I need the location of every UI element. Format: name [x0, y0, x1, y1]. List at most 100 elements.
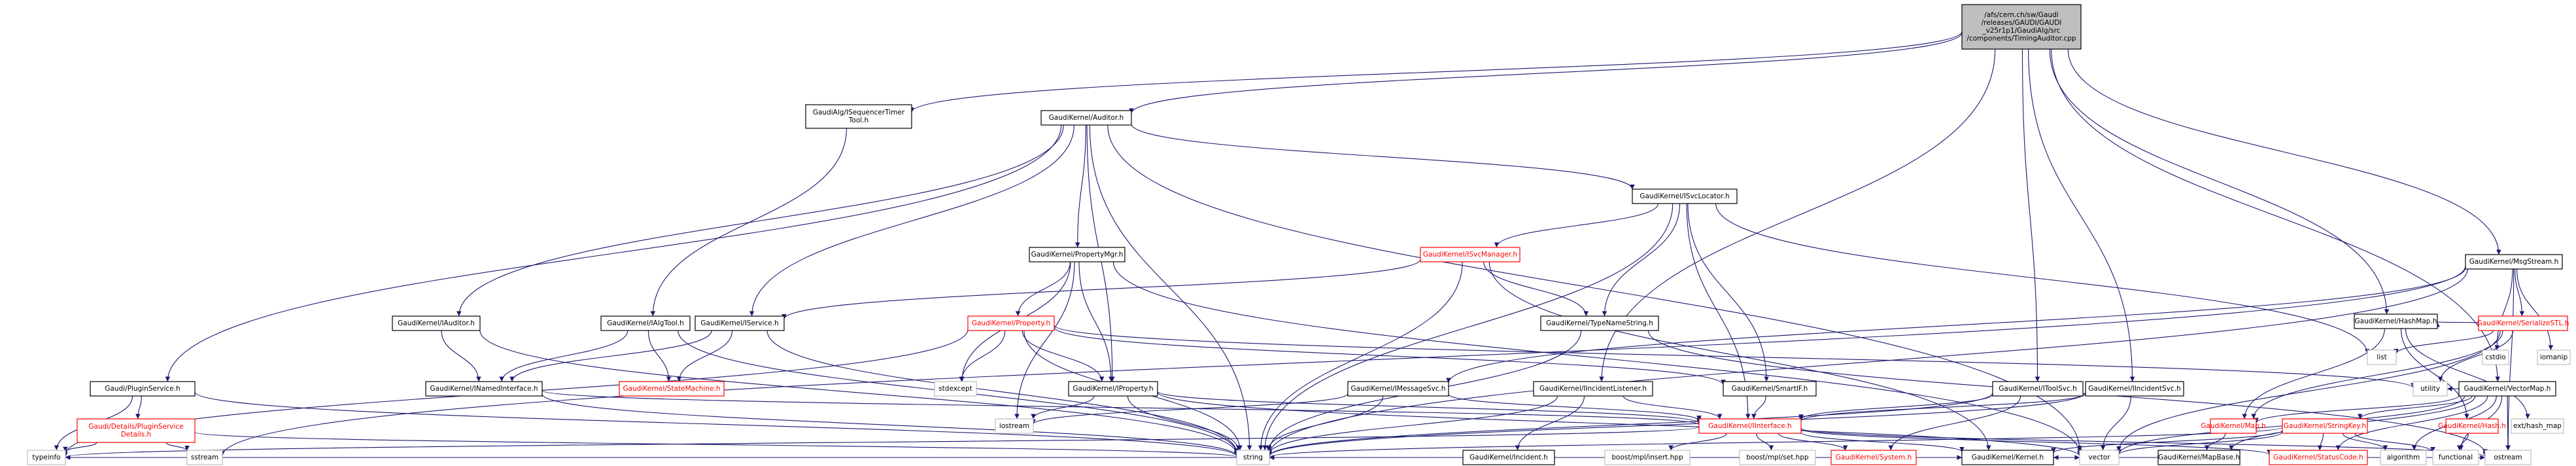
edge-root-to-itoolsvc	[2021, 48, 2040, 382]
edge-iauditor-to-inamedinterface	[441, 330, 481, 382]
node-iincidentsvc[interactable]: GaudiKernel/IIncidentSvc.h	[2085, 381, 2184, 397]
node-label-ialgtool-line-0: GaudiKernel/IAlgTool.h	[607, 319, 684, 327]
edge-imessagesvc-to-string	[1265, 395, 1384, 451]
edge-msgstream-to-cstdio	[2494, 268, 2513, 351]
node-label-cstdio-line-0: cstdio	[2485, 353, 2505, 361]
node-label-propertymgr-line-0: GaudiKernel/PropertyMgr.h	[1031, 251, 1124, 259]
node-box-stringkey	[2282, 418, 2368, 434]
edge-hash-to-functional	[2456, 433, 2469, 451]
node-imessagesvc[interactable]: GaudiKernel/IMessageSvc.h	[1347, 381, 1449, 397]
node-label-utility-line-0: utility	[2420, 385, 2440, 393]
node-box-itoolsvc	[1992, 381, 2084, 397]
node-inamedinterface[interactable]: GaudiKernel/INamedInterface.h	[425, 381, 543, 397]
node-hash[interactable]: GaudiKernel/Hash.h	[2438, 418, 2506, 434]
node-box-statuscode	[2269, 450, 2368, 465]
edge-stringkey-to-kernel	[2051, 429, 2283, 454]
node-label-list-line-0: list	[2377, 353, 2386, 361]
node-label-sstream-line-0: sstream	[191, 454, 218, 461]
node-label-msgstream-line-0: GaudiKernel/MsgStream.h	[2469, 258, 2559, 266]
node-kernel[interactable]: GaudiKernel/Kernel.h	[1961, 450, 2054, 465]
node-box-imessagesvc	[1347, 381, 1449, 397]
node-statemachine[interactable]: GaudiKernel/StateMachine.h	[619, 381, 725, 397]
node-label-kernel-line-0: GaudiKernel/Kernel.h	[1972, 454, 2044, 461]
edge-iauditor-to-string	[479, 330, 1239, 455]
edge-iservice-to-string	[766, 330, 1239, 454]
node-box-ialgtool	[600, 315, 691, 331]
node-label-smartif-line-0: GaudiKernel/SmartIF.h	[1732, 385, 1808, 393]
node-label-property-line-0: GaudiKernel/Property.h	[972, 319, 1050, 327]
node-label-root-line-0: /afs/cern.ch/sw/Gaudi	[1984, 11, 2058, 19]
node-label-iomanip-line-0: iomanip	[2540, 353, 2568, 361]
edge-iincidentlistener-to-iinterface	[1623, 395, 1723, 420]
edge-iproperty-to-iostream	[1031, 395, 1095, 420]
node-mapbase[interactable]: GaudiKernel/MapBase.h	[2157, 450, 2241, 465]
node-label-system-line-0: GaudiKernel/System.h	[1836, 454, 1912, 461]
node-box-system	[1830, 450, 1917, 465]
edge-propertymgr-to-vector	[1112, 261, 2082, 454]
node-serializestl[interactable]: GaudiKernel/SerializeSTL.h	[2477, 315, 2569, 331]
node-box-functional	[2432, 450, 2479, 465]
node-pluginservice[interactable]: Gaudi/PluginService.h	[90, 381, 196, 397]
node-vectormap[interactable]: GaudiKernel/VectorMap.h	[2458, 381, 2556, 397]
node-system[interactable]: GaudiKernel/System.h	[1830, 450, 1917, 465]
node-label-iservice-line-0: GaudiKernel/IService.h	[700, 319, 778, 327]
node-stringkey[interactable]: GaudiKernel/StringKey.h	[2282, 418, 2368, 434]
node-box-smartif	[1723, 381, 1817, 397]
node-label-typenamestring-line-0: GaudiKernel/TypeNameString.h	[1546, 319, 1653, 327]
edge-itoolsvc-to-iinterface	[1798, 394, 1993, 420]
node-box-iinterface	[1698, 418, 1802, 434]
edge-auditor-to-pluginservice	[165, 124, 1062, 382]
edge-auditor-to-string	[1089, 124, 1252, 451]
edge-isvclocator-to-typenamestring	[1602, 203, 1681, 317]
node-box-hashmap	[2354, 314, 2438, 329]
node-incident[interactable]: GaudiKernel/Incident.h	[1462, 450, 1555, 465]
node-iinterface[interactable]: GaudiKernel/IInterface.h	[1698, 418, 1802, 434]
edge-property-to-iproperty	[1022, 330, 1105, 382]
node-label-imessagesvc-line-0: GaudiKernel/IMessageSvc.h	[1350, 385, 1445, 393]
edge-stringkey-to-algorithm	[2342, 433, 2388, 451]
node-iservice[interactable]: GaudiKernel/IService.h	[695, 315, 785, 331]
node-isvclocator[interactable]: GaudiKernel/ISvcLocator.h	[1632, 188, 1738, 204]
node-vector: vector	[2079, 450, 2120, 465]
edge-iservice-to-statemachine	[676, 330, 733, 382]
edge-stringkey-to-statuscode	[2317, 433, 2324, 451]
node-typenamestring[interactable]: GaudiKernel/TypeNameString.h	[1540, 315, 1659, 331]
node-label-statuscode-line-0: GaudiKernel/StatusCode.h	[2273, 454, 2363, 461]
node-iincidentlistener[interactable]: GaudiKernel/IIncidentListener.h	[1533, 381, 1653, 397]
node-label-plugindetails-line-0: Gaudi/Details/PluginService	[88, 423, 183, 431]
node-exthashmap: ext/hash_map	[2511, 418, 2564, 434]
node-map[interactable]: GaudiKernel/Map.h	[2201, 418, 2266, 434]
node-property[interactable]: GaudiKernel/Property.h	[967, 315, 1055, 331]
node-hashmap[interactable]: GaudiKernel/HashMap.h	[2354, 314, 2438, 329]
node-box-iincidentlistener	[1533, 381, 1653, 397]
node-label-iincidentsvc-line-0: GaudiKernel/IIncidentSvc.h	[2088, 385, 2180, 393]
node-isvcmanager[interactable]: GaudiKernel/ISvcManager.h	[1420, 247, 1520, 262]
edge-vectormap-to-stringkey	[2358, 395, 2473, 420]
node-label-iostream-line-0: iostream	[999, 422, 1029, 430]
edge-vectormap-to-statuscode	[2335, 395, 2488, 451]
node-string: string	[1236, 450, 1270, 465]
node-auditor[interactable]: GaudiKernel/Auditor.h	[1040, 110, 1132, 126]
node-propertymgr[interactable]: GaudiKernel/PropertyMgr.h	[1029, 247, 1125, 262]
edge-iinterface-to-typeinfo	[63, 426, 1700, 457]
edge-property-to-smartif	[1054, 327, 1726, 385]
node-iauditor[interactable]: GaudiKernel/IAuditor.h	[392, 315, 481, 331]
edge-imessagesvc-to-iinterface	[1448, 393, 1702, 421]
node-statuscode[interactable]: GaudiKernel/StatusCode.h	[2269, 450, 2368, 465]
edge-msgstream-to-imessagesvc	[1446, 267, 2466, 384]
node-itoolsvc[interactable]: GaudiKernel/IToolSvc.h	[1992, 381, 2084, 397]
node-box-propertymgr	[1029, 247, 1125, 262]
node-ialgtool[interactable]: GaudiKernel/IAlgTool.h	[600, 315, 691, 331]
node-smartif[interactable]: GaudiKernel/SmartIF.h	[1723, 381, 1817, 397]
node-msgstream[interactable]: GaudiKernel/MsgStream.h	[2465, 254, 2563, 270]
node-box-typeinfo	[27, 450, 66, 465]
node-box-map	[2210, 418, 2257, 434]
node-root[interactable]: /afs/cern.ch/sw/Gaudi/releases/GAUDI/GAU…	[1961, 4, 2082, 50]
node-iproperty[interactable]: GaudiKernel/IProperty.h	[1068, 381, 1158, 397]
node-box-iservice	[695, 315, 785, 331]
edge-isvclocator-to-isvcmanager	[1494, 203, 1659, 248]
node-iomanip: iomanip	[2537, 350, 2571, 365]
